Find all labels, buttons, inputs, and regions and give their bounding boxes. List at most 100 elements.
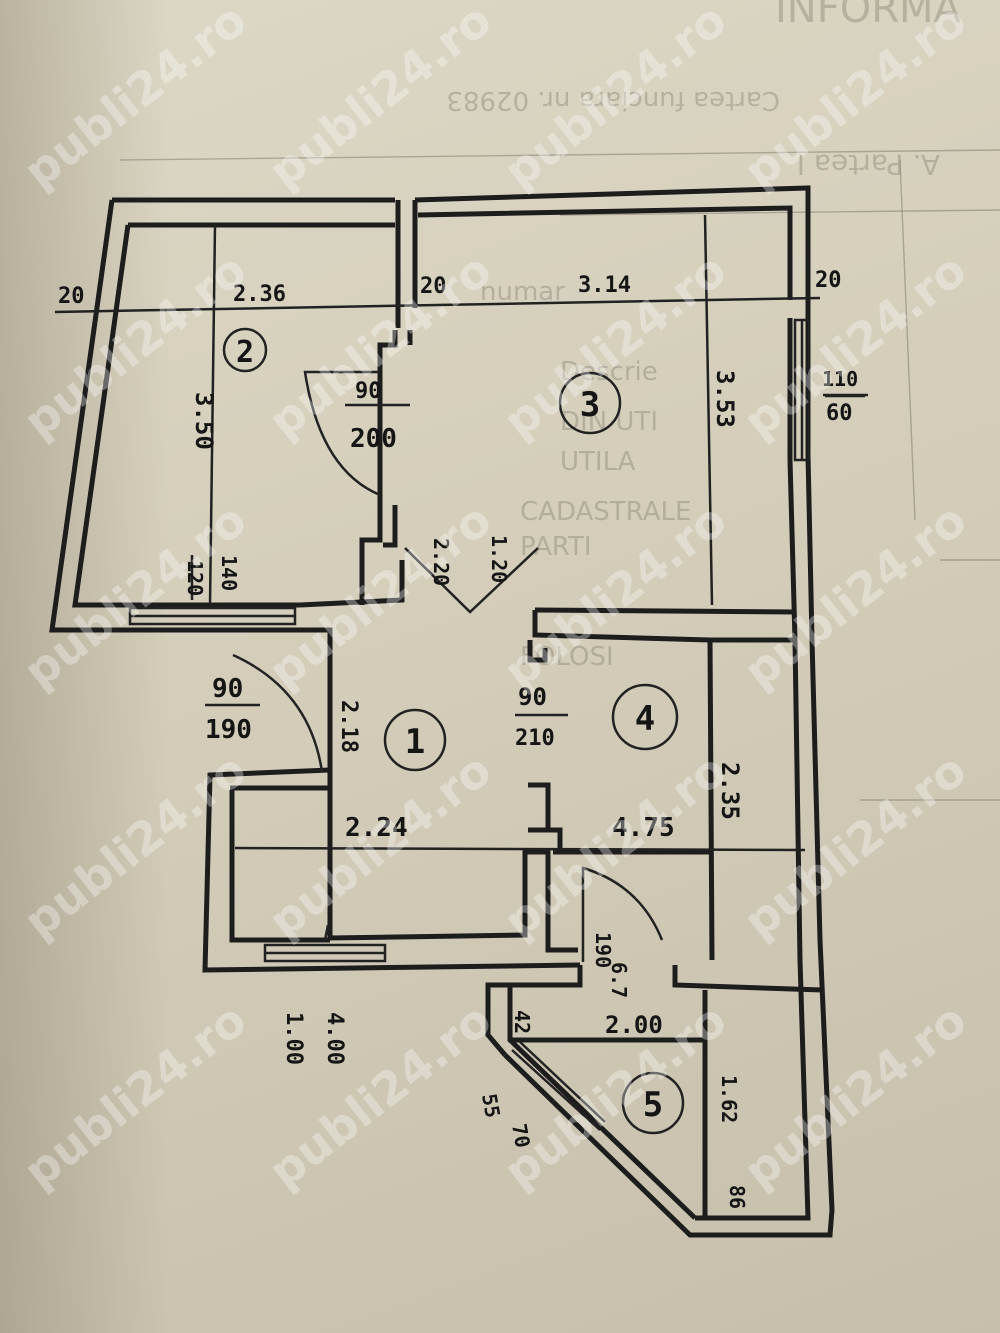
dim-wall-left: 20 [58,284,85,309]
wall-hall-top [299,560,405,608]
dim-balcony-c: 70 [507,1122,535,1150]
room-3-circle [558,371,622,435]
wall-room1-closet [229,790,330,943]
bg-line: FOLOSI [520,642,614,672]
wall-left-outer [49,199,300,633]
window-balcony-pane [519,1041,606,1123]
dimension-lines [54,214,868,941]
dim-wall-mid: 20 [420,274,447,299]
header-cadastre: Cartea funciara nr. 02983 [446,85,780,115]
wall-partition-mid [359,330,398,605]
bg-line: CADASTRALE [520,497,691,527]
watermark: publi24.ro [734,492,977,698]
room-4-number: 4 [635,699,655,739]
room-1-number: 1 [405,722,425,762]
room-3-number: 3 [580,385,600,425]
wall-door4-jamb [527,640,548,663]
watermark: publi24.ro [14,0,257,199]
room-4-circle [611,683,679,751]
dim-door5-b: 190 [591,932,615,968]
dim-line-top [54,296,821,314]
wall-room3-bottom [534,607,796,615]
bg-line: PARTI [520,532,592,562]
dim-room5-side: 86 [725,1185,749,1209]
dim-window-right-bottom: 60 [826,401,853,426]
dim-door23-bottom: 200 [350,424,397,454]
watermark: publi24.ro [494,742,737,948]
dim-wall-right: 20 [815,268,842,293]
wall-top-right-inner [417,205,793,300]
wall-balcony-left [485,965,583,1057]
dim-hall-1: 2.20 [429,538,453,586]
bg-rule [899,159,916,521]
dim-line-bottom [234,846,806,852]
watermark: publi24.ro [14,242,257,448]
walls [49,185,835,1238]
doors [232,370,664,962]
room-2-number: 2 [236,335,254,370]
door-swing-23 [303,370,381,497]
dim-room1-width: 2.24 [345,813,408,843]
wall-partition-14 [528,782,551,833]
dim-hall-2: 1.20 [487,535,511,583]
header-part: A. Partea I [797,148,940,181]
dim-room4-width: 4.75 [612,813,675,843]
door-swing-5 [581,866,664,962]
bg-rule [559,209,1000,216]
dimension-labels: 20 2.36 20 3.14 20 3.50 3.53 110 60 90 2… [58,268,858,1209]
dim-room2-height: 3.50 [190,392,218,450]
wall-room4-top [532,610,795,643]
dim-room4-height: 2.35 [716,762,744,820]
bg-line: UTILA [560,447,636,477]
wall-partition-14b [548,827,563,850]
door-swing-hall [404,547,539,614]
dim-line-room3 [703,214,714,606]
room-5-circle [621,1071,685,1135]
dim-room2-width: 2.36 [233,282,286,307]
dim-balcony-b: 55 [477,1092,505,1120]
room-2-circle [222,327,268,373]
wall-room1-left [202,627,581,973]
wall-room4-right [707,639,715,961]
watermark: publi24.ro [734,242,977,448]
window-balcony [511,1049,601,1131]
windows [128,318,811,1131]
room-1-circle [383,708,447,772]
room-5-number: 5 [643,1085,663,1125]
dim-line-room2 [208,224,217,606]
watermark: publi24.ro [14,492,257,698]
wall-top-right [414,185,811,305]
wall-right-outer [503,454,835,1238]
dim-closet-1: 140 [217,555,241,591]
dim-door1-top: 90 [212,674,243,704]
watermark: publi24.ro [14,742,257,948]
dim-door1-bottom: 190 [205,715,252,745]
bg-line: DIN UTI [560,407,658,437]
dim-window-bottom-b: 1.00 [281,1012,306,1065]
door-swing-1 [232,653,324,773]
dim-room3-width: 3.14 [578,273,631,298]
bg-line: Descrie [560,357,658,387]
header-title-fragment: INFORMA [775,0,962,32]
watermark: publi24.ro [14,992,257,1198]
dim-door4-bottom: 210 [515,726,555,751]
wall-left-inner [72,224,300,608]
dim-room3-height: 3.53 [711,370,739,428]
dim-door23-top: 90 [355,379,382,404]
dim-room1-height: 2.18 [336,700,361,753]
watermark: publi24.ro [734,742,977,948]
room-markers: 2 3 1 4 5 [222,327,685,1135]
bg-rule [119,149,1000,161]
dim-tick [323,924,330,941]
dim-door5-a: 6.7 [607,962,631,998]
watermark: publi24.ro [734,992,977,1198]
dim-room5-width: 2.00 [605,1011,663,1039]
photo-shadow [0,0,170,1333]
wall-room5-top [672,965,823,993]
wall-partition-jamb [383,505,398,548]
dim-room5-height: 1.62 [717,1075,741,1123]
dim-door4-top: 90 [518,683,547,711]
dim-window-bottom-a: 4.00 [322,1012,347,1065]
